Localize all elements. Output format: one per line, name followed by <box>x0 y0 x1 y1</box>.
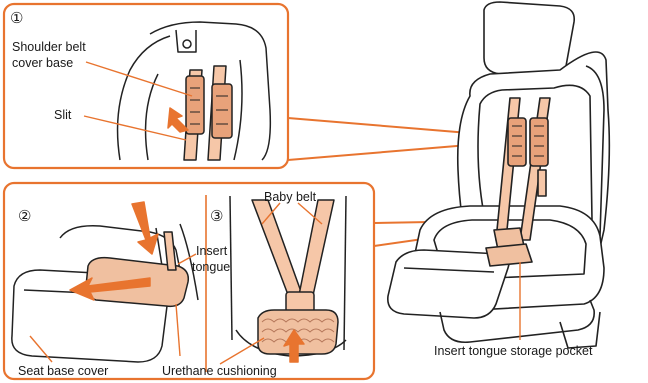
main-crotch-pad <box>486 244 532 266</box>
label-baby-belt: Baby belt <box>264 190 316 204</box>
headrest <box>484 2 574 78</box>
step2-down-arrow <box>132 202 158 254</box>
step3-number: ③ <box>210 208 223 224</box>
car-seat-illustration <box>388 2 610 348</box>
label-urethane-cushioning: Urethane cushioning <box>162 364 277 378</box>
label-seat-base-cover: Seat base cover <box>18 364 108 378</box>
main-shoulder-pad-left <box>508 118 526 166</box>
step3-belt-left <box>252 200 304 300</box>
label-insert-tongue-2: tongue <box>192 260 230 274</box>
step1-arrow <box>168 108 188 132</box>
label-shoulder-belt-cover-base-2: cover base <box>12 56 73 70</box>
step1-illustration <box>118 22 271 160</box>
step1-cover-base-right <box>212 84 232 138</box>
label-slit: Slit <box>54 108 71 122</box>
step2-illustration <box>12 202 198 362</box>
step2-number: ② <box>18 208 31 224</box>
label-shoulder-belt-cover-base-1: Shoulder belt <box>12 40 86 54</box>
step3-illustration <box>230 196 346 362</box>
main-shoulder-pad-right <box>530 118 548 166</box>
step3-belt-right <box>298 200 334 300</box>
label-insert-tongue-storage-pocket: Insert tongue storage pocket <box>434 344 592 358</box>
step1-number: ① <box>10 10 23 26</box>
step3-buckle <box>286 292 314 312</box>
step1-cover-base-left <box>186 76 204 134</box>
label-insert-tongue-1: Insert <box>196 244 227 258</box>
